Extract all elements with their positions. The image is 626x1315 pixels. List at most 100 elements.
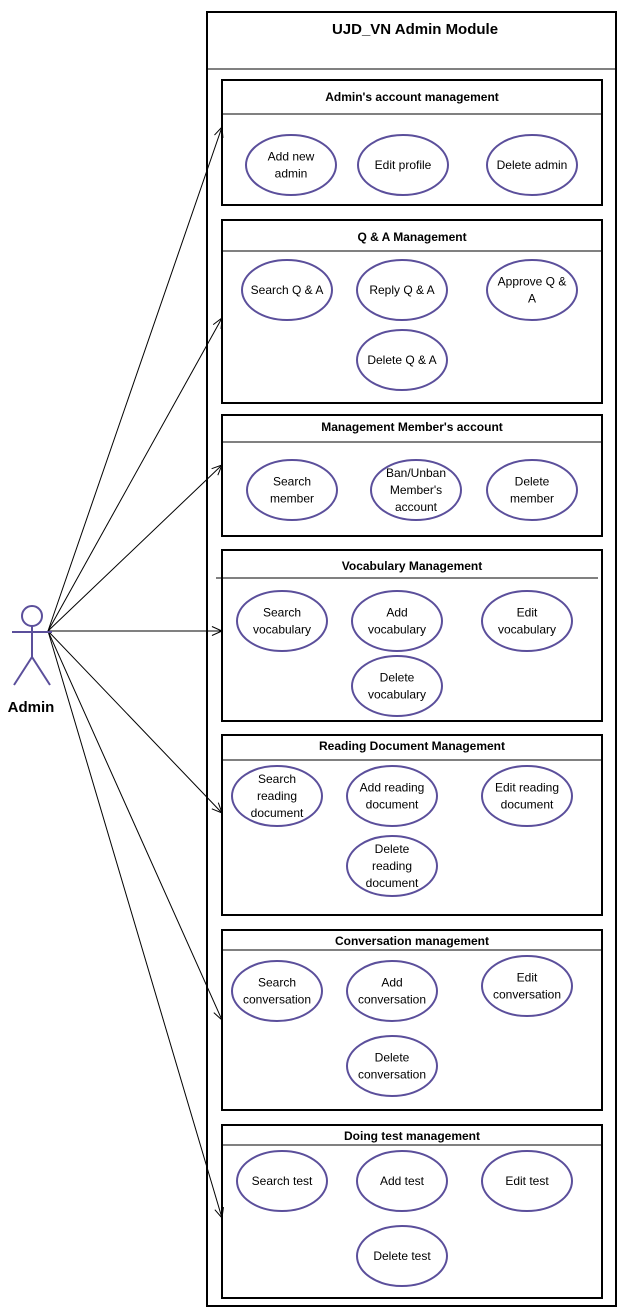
use-case-label: conversation — [493, 988, 561, 1002]
use-case-label: reading — [257, 789, 297, 803]
package-management-member-s-account: Management Member's accountSearchmemberB… — [221, 414, 603, 537]
use-case-delete-q-a[interactable]: Delete Q & A — [356, 329, 448, 391]
package-title: Admin's account management — [325, 90, 499, 104]
use-case-label: Delete — [515, 475, 550, 489]
use-case-ellipse — [356, 259, 448, 321]
use-case-add-vocabulary[interactable]: Add vocabulary — [351, 590, 443, 652]
package-box — [221, 1124, 603, 1299]
use-case-label: A — [528, 292, 536, 306]
use-case-label: Edit profile — [375, 158, 432, 172]
use-case-label: Add reading — [360, 781, 425, 795]
use-case-label: Search — [273, 475, 311, 489]
use-case-label: Delete — [380, 671, 415, 685]
use-case-ellipse — [351, 590, 443, 652]
arrow-head — [211, 464, 223, 476]
use-case-search-vocabulary[interactable]: Search vocabulary — [236, 590, 328, 652]
use-case-search-q-a[interactable]: Search Q & A — [241, 259, 333, 321]
use-case-label: Add — [381, 976, 402, 990]
use-case-approve-q-a[interactable]: Approve Q & A — [486, 259, 578, 321]
use-case-ellipse — [245, 134, 337, 196]
package-box — [221, 734, 603, 916]
use-case-label: account — [395, 500, 438, 514]
arrow-head — [213, 1008, 223, 1022]
use-case-search-reading-document[interactable]: Search reading document — [231, 765, 323, 827]
use-case-search-test[interactable]: Search test — [236, 1150, 328, 1212]
use-case-reply-q-a[interactable]: Reply Q & A — [356, 259, 448, 321]
use-case-ellipse — [346, 765, 438, 827]
use-case-ellipse — [346, 835, 438, 897]
association-layer — [47, 125, 224, 1220]
use-case-label: Delete Q & A — [367, 353, 436, 367]
association-arrow — [48, 626, 224, 636]
use-case-edit-test[interactable]: Edit test — [481, 1150, 573, 1212]
use-case-label: document — [251, 806, 304, 820]
package-title: Q & A Management — [357, 230, 466, 244]
use-case-delete-member[interactable]: Delete member — [486, 459, 578, 521]
package-reading-document-management: Reading Document ManagementSearchreading… — [221, 734, 603, 916]
use-case-label: Approve Q & — [498, 275, 567, 289]
package-box — [221, 414, 603, 537]
use-case-label: admin — [275, 167, 308, 181]
use-case-add-reading-document[interactable]: Add reading document — [346, 765, 438, 827]
use-case-label: Search — [263, 606, 301, 620]
arrow-head — [214, 1207, 224, 1220]
use-case-ellipse — [346, 960, 438, 1022]
package-title: Management Member's account — [321, 420, 503, 434]
use-case-label: vocabulary — [253, 623, 311, 637]
use-case-label: Search test — [252, 1174, 313, 1188]
use-case-label: document — [366, 876, 419, 890]
association-arrow — [47, 630, 223, 1022]
use-case-ellipse — [236, 1150, 328, 1212]
use-case-ellipse — [357, 134, 449, 196]
use-case-label: vocabulary — [368, 623, 426, 637]
use-case-edit-profile[interactable]: Edit profile — [357, 134, 449, 196]
use-case-ellipse — [346, 1035, 438, 1097]
use-case-ellipse — [356, 1225, 448, 1287]
actor-admin[interactable]: Admin — [8, 605, 55, 716]
use-case-ellipse — [481, 590, 573, 652]
package-box — [221, 79, 603, 206]
use-case-label: Search — [258, 772, 296, 786]
use-case-ellipse — [236, 590, 328, 652]
arrow-head — [214, 125, 224, 139]
actor-right-leg — [31, 656, 51, 686]
use-case-label: document — [501, 798, 554, 812]
use-case-label: Search Q & A — [251, 283, 324, 297]
actor-label: Admin — [8, 699, 55, 716]
use-case-label: conversation — [358, 1068, 426, 1082]
use-case-ellipse — [231, 960, 323, 1022]
use-case-label: Ban/Unban — [386, 466, 446, 480]
package-title: Vocabulary Management — [342, 559, 482, 573]
use-case-label: member — [510, 492, 554, 506]
association-arrow — [47, 316, 223, 632]
use-case-label: Reply Q & A — [369, 283, 434, 297]
use-case-ellipse — [351, 655, 443, 717]
use-case-ellipse — [246, 459, 338, 521]
arrow-head — [211, 802, 223, 814]
system-title: UJD_VN Admin Module — [332, 21, 498, 38]
use-case-delete-admin[interactable]: Delete admin — [486, 134, 578, 196]
use-case-label: document — [366, 798, 419, 812]
arrow-head — [212, 316, 223, 330]
use-case-label: Delete — [375, 842, 410, 856]
system-boundary — [206, 11, 617, 1307]
use-case-label: Add — [386, 606, 407, 620]
use-case-add-test[interactable]: Add test — [356, 1150, 448, 1212]
use-case-delete-test[interactable]: Delete test — [356, 1225, 448, 1287]
association-arrow — [47, 464, 223, 632]
